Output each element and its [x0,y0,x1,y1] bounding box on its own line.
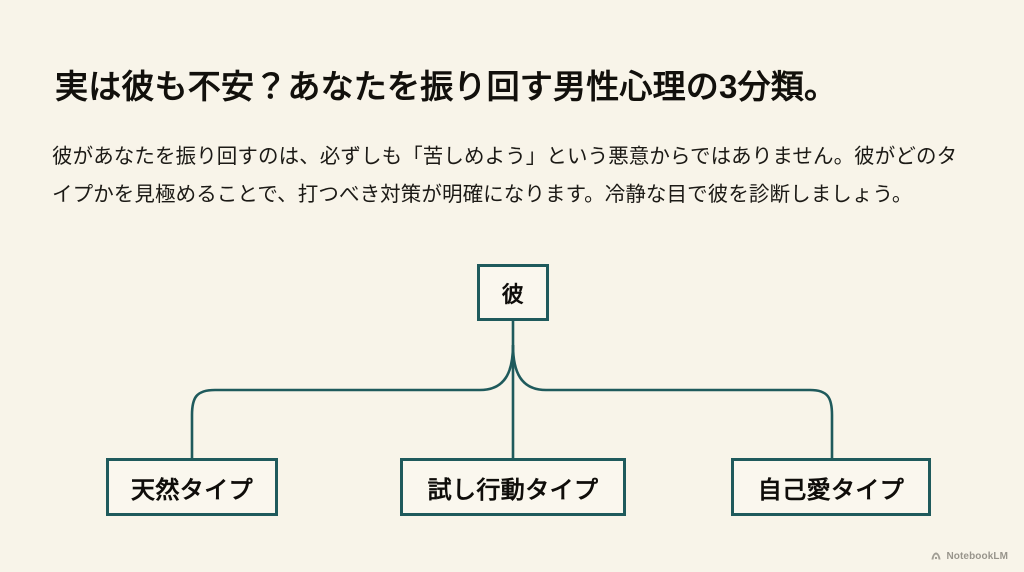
page-title: 実は彼も不安？あなたを振り回す男性心理の3分類。 [55,68,838,106]
slide-body-text: 彼があなたを振り回すのは、必ずしも「苦しめよう」という悪意からではありません。彼… [52,144,958,206]
tree-node-natural-type: 天然タイプ [106,458,278,516]
tree-node-root-label: 彼 [501,281,525,307]
tree-node-testing-behavior-type: 試し行動タイプ [400,458,626,516]
connector-left-branch [190,344,515,458]
watermark-label: NotebookLM [946,550,1008,562]
tree-node-testing-behavior-type-label: 試し行動タイプ [427,476,599,504]
tree-node-narcissistic-type: 自己愛タイプ [731,458,931,516]
tree-node-root: 彼 [477,264,549,321]
tree-node-natural-type-label: 天然タイプ [131,476,253,504]
notebooklm-logo-icon [931,552,941,560]
tree-node-narcissistic-type-label: 自己愛タイプ [757,476,905,504]
connector-right-branch [511,344,834,458]
watermark: NotebookLM [930,550,1008,562]
